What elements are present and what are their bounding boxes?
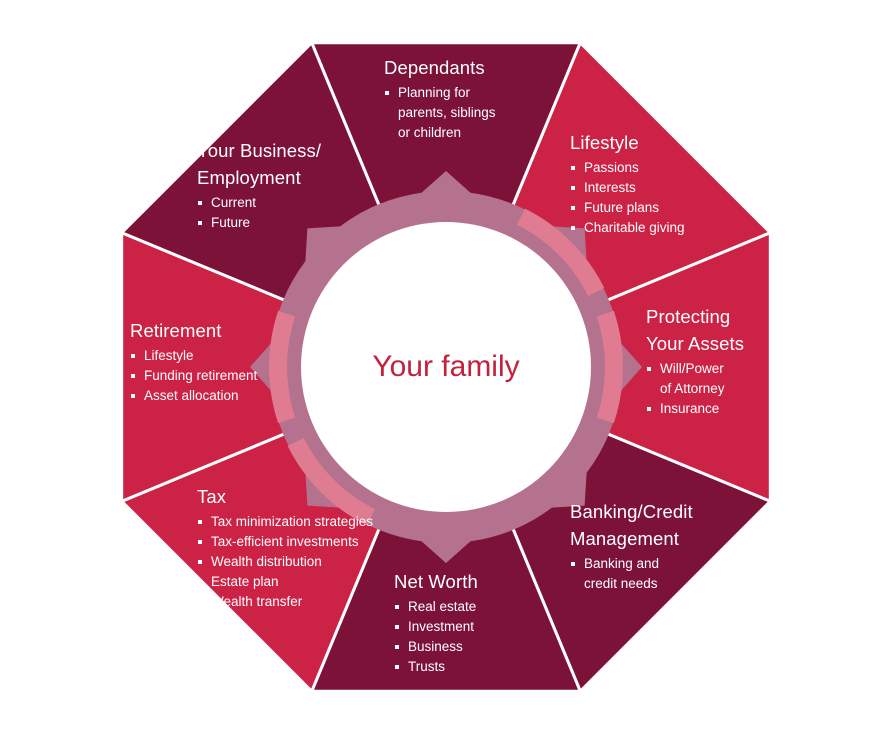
segment-items: Current Future xyxy=(197,193,321,233)
list-item: Funding retirement xyxy=(130,366,257,386)
segment-net-worth: Net Worth Real estate Investment Busines… xyxy=(394,568,478,677)
segment-title: Lifestyle xyxy=(570,132,639,153)
segment-business-employment: Your Business/ Employment Current Future xyxy=(197,137,321,233)
segment-dependants: Dependants Planning for parents, sibling… xyxy=(384,54,496,143)
list-item: Banking and credit needs xyxy=(570,554,693,594)
ring-highlight-retirement xyxy=(269,310,296,424)
list-item: Interests xyxy=(570,178,685,198)
segment-title: Protecting Your Assets xyxy=(646,306,745,354)
segment-items: Will/Power of Attorney Insurance xyxy=(646,359,744,419)
segment-tax: Tax Tax minimization strategies Tax-effi… xyxy=(197,483,373,612)
ring-highlight-lifestyle xyxy=(516,208,605,297)
list-item: Trusts xyxy=(394,657,478,677)
list-item: Tax minimization strategies xyxy=(197,512,373,532)
list-item: Passions xyxy=(570,158,685,178)
list-item: Estate plan xyxy=(197,572,373,592)
segment-items: Planning for parents, siblings or childr… xyxy=(384,83,496,143)
list-item: Future plans xyxy=(570,198,685,218)
segment-title: Net Worth xyxy=(394,571,478,592)
segment-title: Banking/Credit Management xyxy=(570,501,693,549)
list-item: Charitable giving xyxy=(570,218,685,238)
center-label: Your family xyxy=(372,350,520,383)
segment-title: Dependants xyxy=(384,57,485,78)
segment-lifestyle: Lifestyle Passions Interests Future plan… xyxy=(570,129,685,238)
list-item: Wealth transfer xyxy=(197,592,373,612)
list-item: Current xyxy=(197,193,321,213)
segment-items: Real estate Investment Business Trusts xyxy=(394,597,478,677)
center-circle xyxy=(301,222,591,512)
list-item: Planning for parents, siblings or childr… xyxy=(384,83,496,143)
list-item: Future xyxy=(197,213,321,233)
segment-items: Passions Interests Future plans Charitab… xyxy=(570,158,685,238)
list-item: Investment xyxy=(394,617,478,637)
list-item: Real estate xyxy=(394,597,478,617)
segment-protecting-assets: Protecting Your Assets Will/Power of Att… xyxy=(646,303,744,419)
segment-items: Lifestyle Funding retirement Asset alloc… xyxy=(130,346,257,406)
list-item: Insurance xyxy=(646,399,744,419)
segment-items: Banking and credit needs xyxy=(570,554,693,594)
list-item: Asset allocation xyxy=(130,386,257,406)
list-item: Business xyxy=(394,637,478,657)
segment-banking-credit: Banking/Credit Management Banking and cr… xyxy=(570,498,693,594)
ring-highlight-tax xyxy=(287,437,376,526)
list-item: Wealth distribution xyxy=(197,552,373,572)
segment-retirement: Retirement Lifestyle Funding retirement … xyxy=(130,317,257,406)
segment-title: Tax xyxy=(197,486,227,507)
list-item: Tax-efficient investments xyxy=(197,532,373,552)
segment-title: Your Business/ Employment xyxy=(197,140,322,188)
list-item: Will/Power of Attorney xyxy=(646,359,744,399)
list-item: Lifestyle xyxy=(130,346,257,366)
segment-items: Tax minimization strategies Tax-efficien… xyxy=(197,512,373,612)
ring-highlight-protecting-assets xyxy=(596,310,623,424)
segment-title: Retirement xyxy=(130,320,222,341)
